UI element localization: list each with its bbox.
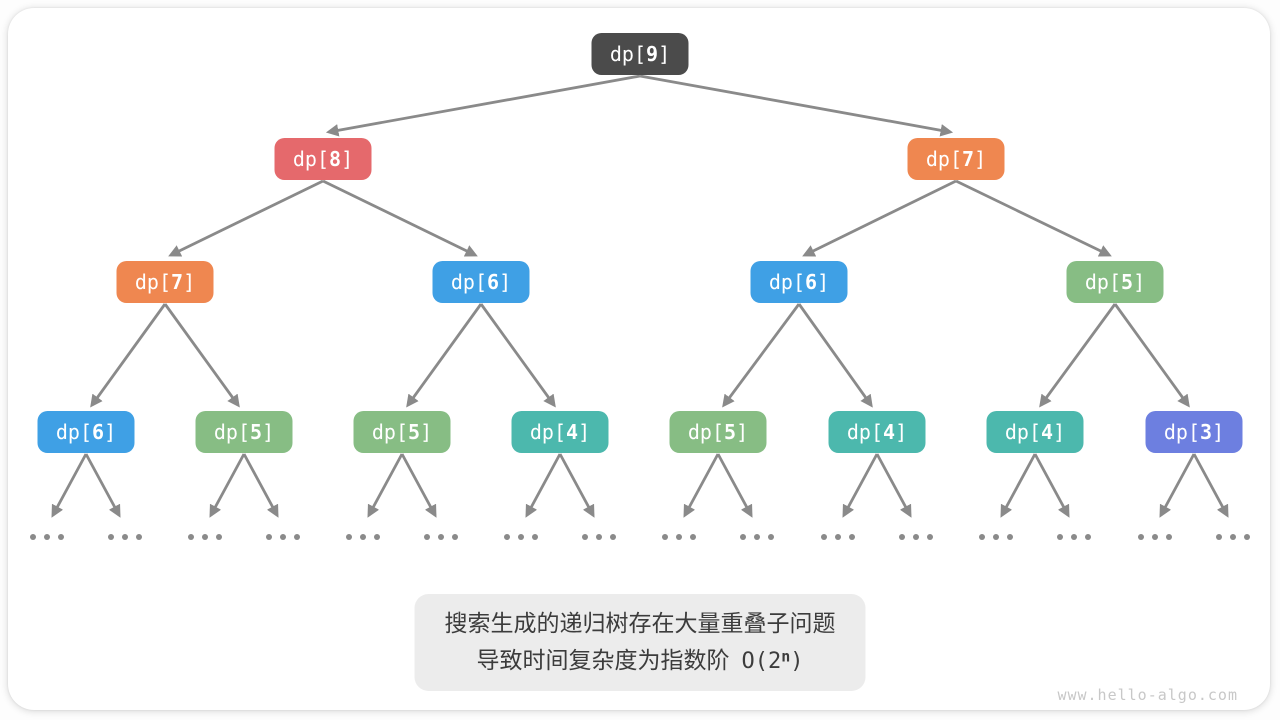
ellipsis (1216, 534, 1250, 540)
ellipsis (266, 534, 300, 540)
tree-node-dp7l: dp[7] (116, 261, 214, 303)
ellipsis (504, 534, 538, 540)
ellipsis (740, 534, 774, 540)
watermark-url: www.hello-algo.com (1057, 686, 1238, 704)
caption-line2-text: 导致时间复杂度为指数阶 (476, 647, 730, 673)
formula-prefix: O(2 (741, 649, 782, 674)
tree-node-dp9: dp[9] (591, 33, 689, 75)
ellipsis (424, 534, 458, 540)
formula-suffix: ) (790, 649, 804, 674)
ellipsis (30, 534, 64, 540)
tree-node-dp6c: dp[6] (37, 411, 135, 453)
tree-node-dp4b: dp[4] (828, 411, 926, 453)
ellipsis (899, 534, 933, 540)
complexity-formula: O(2n) (741, 649, 803, 674)
tree-node-dp7r: dp[7] (907, 138, 1005, 180)
ellipsis (1138, 534, 1172, 540)
tree-node-dp8: dp[8] (274, 138, 372, 180)
ellipsis (979, 534, 1013, 540)
ellipsis (188, 534, 222, 540)
ellipsis (1057, 534, 1091, 540)
tree-node-dp5d: dp[5] (669, 411, 767, 453)
tree-node-dp5a: dp[5] (1066, 261, 1164, 303)
ellipsis (821, 534, 855, 540)
ellipsis (108, 534, 142, 540)
tree-node-dp3a: dp[3] (1145, 411, 1243, 453)
tree-node-dp6b: dp[6] (750, 261, 848, 303)
ellipsis (662, 534, 696, 540)
ellipsis (582, 534, 616, 540)
tree-node-dp5b: dp[5] (195, 411, 293, 453)
tree-node-dp4c: dp[4] (986, 411, 1084, 453)
tree-node-dp4a: dp[4] (511, 411, 609, 453)
caption-box: 搜索生成的递归树存在大量重叠子问题 导致时间复杂度为指数阶 O(2n) (414, 594, 866, 691)
tree-node-dp6a: dp[6] (432, 261, 530, 303)
tree-node-dp5c: dp[5] (353, 411, 451, 453)
formula-exponent: n (781, 647, 791, 666)
caption-line2: 导致时间复杂度为指数阶 O(2n) (445, 642, 836, 680)
caption-line1: 搜索生成的递归树存在大量重叠子问题 (444, 610, 836, 636)
ellipsis (346, 534, 380, 540)
